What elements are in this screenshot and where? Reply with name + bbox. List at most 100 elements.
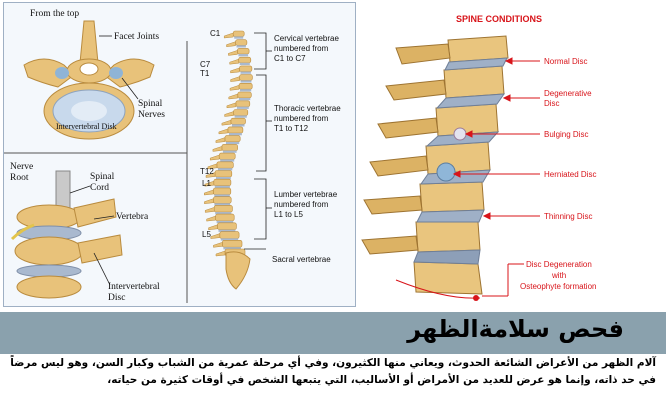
level-label-c7: C7: [200, 60, 211, 69]
spine-conditions-diagram: SPINE CONDITIONS: [361, 14, 596, 301]
thoracic-label-2: numbered from: [274, 114, 329, 123]
spinous-process: [230, 67, 240, 74]
spine-conditions-panel: SPINE CONDITIONS: [356, 0, 666, 312]
intervertebral-disc: [236, 45, 246, 48]
spinal-cord-label-1: Spinal: [90, 172, 115, 182]
intervertebral-disc: [238, 98, 251, 101]
vertebra-body: [230, 117, 246, 125]
spinous-process: [204, 198, 214, 204]
spinous-process: [229, 58, 239, 65]
spinous-process: [223, 32, 234, 39]
vertebra-body: [233, 109, 249, 116]
spinous-process: [228, 93, 239, 100]
vertebra-body: [216, 161, 234, 169]
spine-conditions-title: SPINE CONDITIONS: [456, 14, 542, 24]
sacrum: [225, 251, 251, 290]
spinous-process: [204, 189, 214, 196]
spinous-process: [221, 119, 232, 126]
intervertebral-disc: [218, 229, 236, 232]
spinous-process: [212, 146, 223, 152]
vertebra-body: [239, 65, 253, 72]
page-title: فحص سلامةالظهر: [407, 315, 624, 343]
spinal-nerves-label-1: Spinal: [138, 99, 163, 109]
intervertebral-disc: [220, 238, 239, 241]
vertebra-body: [235, 39, 248, 46]
spinous-process: [209, 154, 220, 161]
vertebra-body: [237, 91, 252, 99]
vertebra-body: [215, 213, 235, 222]
title-banner: فحص سلامةالظهر: [0, 312, 666, 354]
nerve-root-label-2: Root: [10, 173, 29, 183]
spinous-process: [204, 180, 215, 187]
intervertebral-disc: [220, 159, 235, 162]
cervical-label-3: C1 to C7: [274, 54, 306, 63]
normal-disc-label: Normal Disc: [544, 57, 588, 66]
vertebra-body: [213, 205, 233, 213]
intervertebral-disc: [216, 177, 231, 180]
spinous-process: [204, 207, 215, 213]
intervertebral-disc: [240, 80, 252, 83]
intervertebral-disc: [234, 115, 247, 118]
intervertebral-disc: [239, 62, 250, 65]
vertebra-body: [219, 231, 240, 239]
lumbar-label-1: Lumber vertebrae: [274, 190, 338, 199]
sacral-label: Sacral vertebrae: [272, 255, 331, 264]
spinous-process: [230, 76, 240, 82]
spinous-process: [205, 172, 216, 178]
lumbar-label-3: L1 to L5: [274, 210, 303, 219]
level-label-l1: L1: [202, 179, 211, 188]
intervertebral-disc: [240, 89, 252, 92]
spinous-process: [218, 128, 229, 135]
intervertebral-disk-label: Intervertebral Disk: [56, 122, 117, 131]
vertebra-body: [213, 187, 232, 195]
disc-degeneration-label-2: with: [551, 271, 566, 280]
intervertebral-disc: [234, 36, 244, 39]
level-label-t1: T1: [200, 69, 210, 78]
vertebra-body: [213, 196, 232, 204]
spinous-process: [207, 163, 218, 170]
thoracic-label-1: Thoracic vertebrae: [274, 104, 341, 113]
side-view-vertebra: [10, 170, 123, 299]
vertebra-body: [214, 170, 233, 178]
vertebra-label: Vertebra: [116, 212, 149, 222]
thinning-disc-label: Thinning Disc: [544, 212, 592, 221]
intervertebral-disc: [228, 133, 242, 136]
spine-anatomy-panel: From the top Facet Joints Spinal Nerves …: [3, 2, 356, 307]
level-label-c1: C1: [210, 29, 221, 38]
intervertebral-disc: [222, 150, 237, 153]
spinous-process: [226, 102, 237, 109]
article-body: آلام الظهر من الأعراض الشائعة الحدوث، وي…: [8, 355, 656, 389]
body-line-1: آلام الظهر من الأعراض الشائعة الحدوث، وي…: [10, 357, 656, 369]
intervertebral-disc: [215, 212, 232, 215]
intervertebral-disc: [240, 71, 251, 74]
intervertebral-disc: [216, 220, 234, 224]
vertebra-body: [235, 100, 251, 108]
disc-degeneration-label-1: Disc Degeneration: [526, 260, 592, 269]
degenerative-disc-label-1: Degenerative: [544, 89, 592, 98]
spinal-nerves-label-2: Nerves: [138, 110, 165, 120]
spinous-process: [210, 233, 221, 239]
intervertebral-disc: [214, 185, 230, 188]
top-view-vertebra: [23, 20, 155, 140]
lumbar-label-2: numbered from: [274, 200, 329, 209]
spinous-process: [215, 137, 226, 143]
intervertebral-disc: [214, 203, 231, 206]
vertebra-body: [237, 48, 250, 55]
intervertebral-disc: [238, 54, 249, 57]
spinous-process: [215, 250, 226, 257]
intervertebral-disc: [231, 124, 245, 127]
spinous-process: [228, 50, 238, 56]
vertebra-body: [217, 222, 237, 230]
bulging-disc-label: Bulging Disc: [544, 130, 588, 139]
spinous-process: [226, 41, 236, 47]
vertebra-body: [213, 178, 232, 186]
degenerative-disc-label-2: Disc: [544, 99, 560, 108]
vertebra-body: [224, 135, 241, 143]
herniated-disc-label: Herniated Disc: [544, 170, 596, 179]
disc-degeneration-label-3: Osteophyte formation: [520, 282, 596, 291]
intervertebral-disc: [217, 168, 233, 171]
lumbar-spine-illustration: [361, 35, 509, 301]
intervertebral-disc: [225, 141, 240, 145]
thoracic-label-3: T1 to T12: [274, 124, 309, 133]
spine-anatomy-diagram: From the top Facet Joints Spinal Nerves …: [4, 9, 341, 303]
